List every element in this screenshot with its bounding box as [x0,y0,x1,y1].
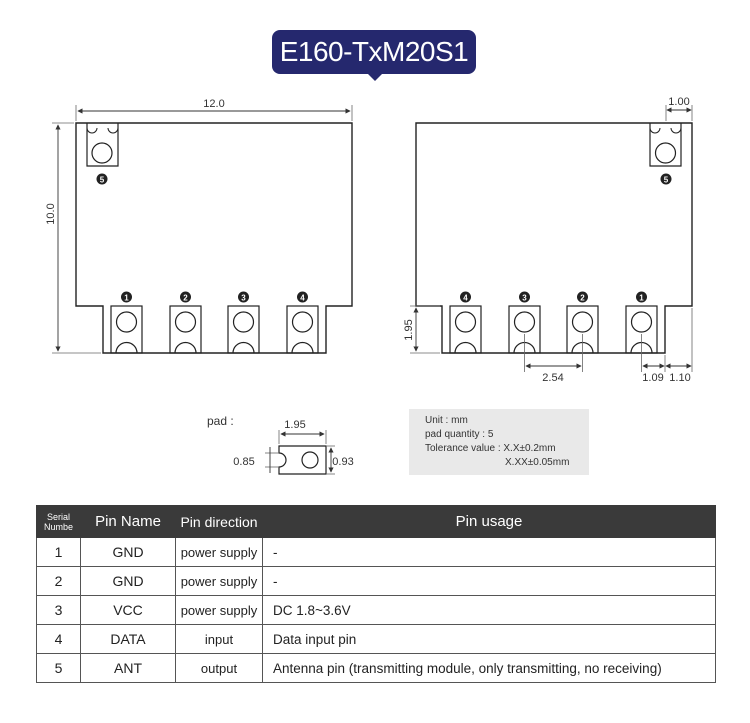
title-badge: E160-TxM20S1 [272,30,476,74]
pin-name-cell: VCC [80,595,176,625]
edge-dimension-b: 1.10 [669,372,690,384]
table-row: 1 GND power supply - [36,537,716,567]
left-pin-number: 3 [241,294,246,303]
serial-cell: 1 [36,537,81,567]
left-pin-number: 4 [300,294,305,303]
edge-dimension-a: 1.09 [642,372,663,384]
serial-cell: 2 [36,566,81,596]
pad-height-dimension: 1.95 [403,319,415,340]
serial-cell: 4 [36,624,81,654]
page-title: E160-TxM20S1 [279,36,469,67]
pin-name-cell: GND [80,537,176,567]
pin-name-cell: DATA [80,624,176,654]
header-pin-usage: Pin usage [262,505,716,538]
left-height-dimension: 10.0 [45,203,57,224]
right-pin-number: 3 [522,294,527,303]
title-pointer [367,73,383,81]
table-row: 4 DATA input Data input pin [36,624,716,654]
pad-left-dimension: 0.85 [233,456,254,468]
pad-detail: pad : 1.95 0.85 0.93 [207,414,354,475]
tolerance-text-1: Tolerance value : X.X±0.2mm [425,443,556,454]
right-pin-number: 1 [639,294,644,303]
pad-width-dimension: 1.95 [284,419,305,431]
pin-usage-cell: - [262,566,716,596]
table-row: 3 VCC power supply DC 1.8~3.6V [36,595,716,625]
pin-usage-cell: Antenna pin (transmitting module, only t… [262,653,716,683]
pin-direction-cell: power supply [175,595,263,625]
pin-direction-cell: power supply [175,566,263,596]
right-pad-4 [449,305,482,354]
pin-usage-cell: DC 1.8~3.6V [262,595,716,625]
pin-name-cell: GND [80,566,176,596]
table-row: 2 GND power supply - [36,566,716,596]
right-ant-pin-number: 5 [664,176,669,185]
header-serial: Serial Numbe [36,505,81,538]
pad-label: pad : [207,414,234,428]
pin-name-cell: ANT [80,653,176,683]
header-pin-direction: Pin direction [175,505,263,538]
serial-cell: 5 [36,653,81,683]
mechanical-drawing: 5 1 2 3 4 [45,96,693,475]
left-pin-number: 2 [183,294,188,303]
pitch-dimension: 2.54 [542,372,563,384]
info-box: Unit : mm pad quantity : 5 Tolerance val… [409,409,589,475]
pin-direction-cell: output [175,653,263,683]
pin-direction-cell: input [175,624,263,654]
left-width-dimension: 12.0 [203,98,224,110]
pin-direction-cell: power supply [175,537,263,567]
right-module-view: 5 4 3 2 1 1.0 [403,96,693,384]
pin-usage-cell: - [262,537,716,567]
table-row: 5 ANT output Antenna pin (transmitting m… [36,653,716,683]
right-pin-number: 2 [580,294,585,303]
unit-text: Unit : mm [425,415,468,426]
pin-usage-cell: Data input pin [262,624,716,654]
header-pin-name: Pin Name [80,505,176,538]
table-header-row: Serial Numbe Pin Name Pin direction Pin … [36,505,716,538]
left-pad-1 [110,305,143,354]
left-pin-number: 1 [124,294,129,303]
right-pin-number: 4 [463,294,468,303]
left-pad-3 [227,305,260,354]
left-pad-4 [286,305,319,354]
left-ant-pin-number: 5 [100,176,105,185]
ant-offset-dimension: 1.00 [668,96,689,108]
tolerance-text-2: X.XX±0.05mm [505,457,570,468]
left-pad-2 [169,305,202,354]
serial-cell: 3 [36,595,81,625]
pad-quantity-text: pad quantity : 5 [425,429,494,440]
pin-table: Serial Numbe Pin Name Pin direction Pin … [36,505,716,683]
pad-right-dimension: 0.93 [332,456,353,468]
left-module-view: 5 1 2 3 4 [45,98,353,354]
